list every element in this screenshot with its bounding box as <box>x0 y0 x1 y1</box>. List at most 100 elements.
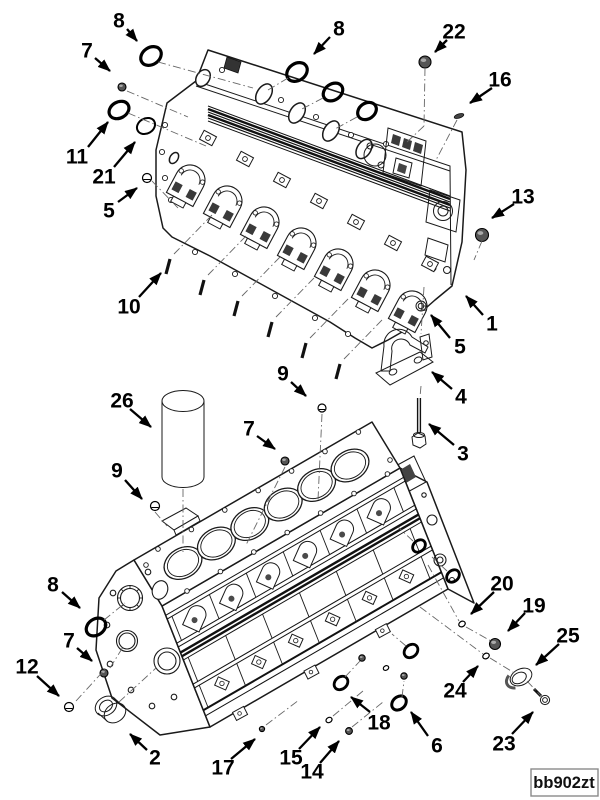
callout-8-upper-left: 8 <box>113 10 138 42</box>
callout-arrow <box>138 272 162 298</box>
callout-arrow <box>76 647 93 662</box>
callout-arrow <box>350 696 371 713</box>
callout-arrow <box>94 57 111 72</box>
callout-20: 20 <box>470 573 514 615</box>
callout-number: 7 <box>63 630 75 653</box>
stud-part-10 <box>334 363 342 380</box>
callout-19: 19 <box>507 595 546 632</box>
callout-arrow <box>431 371 453 390</box>
seal-ring-part <box>325 716 333 724</box>
seal-ring-part <box>482 652 490 660</box>
callout-arrow <box>125 28 138 42</box>
callout-17: 17 <box>211 738 256 780</box>
o-ring-part <box>321 81 345 103</box>
callout-3: 3 <box>428 423 469 466</box>
callout-23: 23 <box>492 711 534 756</box>
callout-arrow <box>410 711 429 737</box>
callout-7-upper-left: 7 <box>81 40 111 72</box>
cup-plug-part <box>280 456 290 466</box>
screw-part-23 <box>532 687 551 706</box>
callout-arrow <box>465 295 484 316</box>
cup-plug-part <box>474 227 490 243</box>
upper-block-rear-housing <box>382 127 461 263</box>
callout-number: 22 <box>442 21 465 44</box>
pipe-plug-part <box>63 701 75 713</box>
callout-14: 14 <box>300 740 340 784</box>
callout-number: 23 <box>492 733 515 756</box>
callout-number: 4 <box>455 386 467 409</box>
o-ring-part <box>139 45 163 67</box>
callout-5-right: 5 <box>430 314 466 359</box>
callout-1: 1 <box>465 295 498 336</box>
callout-arrow <box>230 738 256 760</box>
cup-plug-part <box>345 727 353 735</box>
o-ring-part <box>356 100 378 122</box>
callout-7-middle: 7 <box>243 418 276 450</box>
callout-arrow <box>434 39 448 53</box>
callout-number: 14 <box>300 761 324 784</box>
callout-21: 21 <box>92 141 136 189</box>
callout-number: 10 <box>117 296 140 319</box>
o-ring-part <box>445 568 461 584</box>
bolt-part-3 <box>411 398 427 449</box>
callout-number: 21 <box>92 166 116 189</box>
callout-number: 7 <box>243 418 255 441</box>
support-bracket-part-4 <box>375 328 434 386</box>
bearing-cap <box>239 206 280 251</box>
callout-arrow <box>470 591 495 615</box>
callout-arrow <box>491 203 515 219</box>
o-ring-part <box>402 642 420 660</box>
callout-arrow <box>61 591 81 609</box>
bearing-cap <box>276 227 317 272</box>
leader-lines <box>75 61 542 728</box>
callout-11: 11 <box>66 121 109 169</box>
callout-24: 24 <box>443 665 479 703</box>
stud-part-10 <box>266 321 274 338</box>
cup-plug-part <box>117 82 127 92</box>
callout-arrow <box>430 314 451 339</box>
pipe-plug-part <box>317 403 327 413</box>
callout-number: 13 <box>511 186 534 209</box>
o-ring-part <box>84 616 108 638</box>
callout-number: 6 <box>431 735 443 758</box>
seal-ring-part <box>382 665 390 671</box>
o-ring-part <box>135 116 157 136</box>
callout-number: 8 <box>47 574 59 597</box>
callout-arrow <box>298 726 321 750</box>
callout-arrow <box>36 675 60 697</box>
upper-block-details <box>158 66 453 338</box>
o-ring-part <box>332 674 350 692</box>
callout-5-upper-left: 5 <box>103 187 138 223</box>
callout-arrow <box>117 187 138 203</box>
callout-9-upper: 9 <box>277 363 307 397</box>
callout-26: 26 <box>110 390 152 428</box>
callout-6: 6 <box>410 711 443 758</box>
callout-arrow <box>535 643 560 666</box>
figure-code-box: bb902zt <box>530 768 599 797</box>
callout-arrow <box>256 435 276 450</box>
bearing-cap <box>387 290 428 335</box>
upper-engine-block-drawing <box>155 49 467 349</box>
callout-number: 17 <box>211 757 234 780</box>
cup-plug-part <box>488 637 502 651</box>
callout-number: 12 <box>15 656 38 679</box>
callout-number: 5 <box>454 336 466 359</box>
callout-number: 20 <box>490 573 513 596</box>
callout-arrow <box>469 87 493 104</box>
callout-18: 18 <box>350 696 391 735</box>
pipe-plug-part <box>141 172 153 184</box>
lower-block-details <box>103 429 456 722</box>
seal-ring-part <box>458 620 466 628</box>
callout-15: 15 <box>279 726 321 770</box>
bearing-cap <box>165 164 206 209</box>
stud-part-10 <box>198 279 206 296</box>
callout-number: 11 <box>66 146 89 169</box>
callout-arrow <box>113 141 136 168</box>
callout-13: 13 <box>491 186 535 219</box>
callout-number: 8 <box>113 10 125 33</box>
callout-number: 9 <box>277 363 289 386</box>
callout-8-upper-right: 8 <box>313 18 345 55</box>
